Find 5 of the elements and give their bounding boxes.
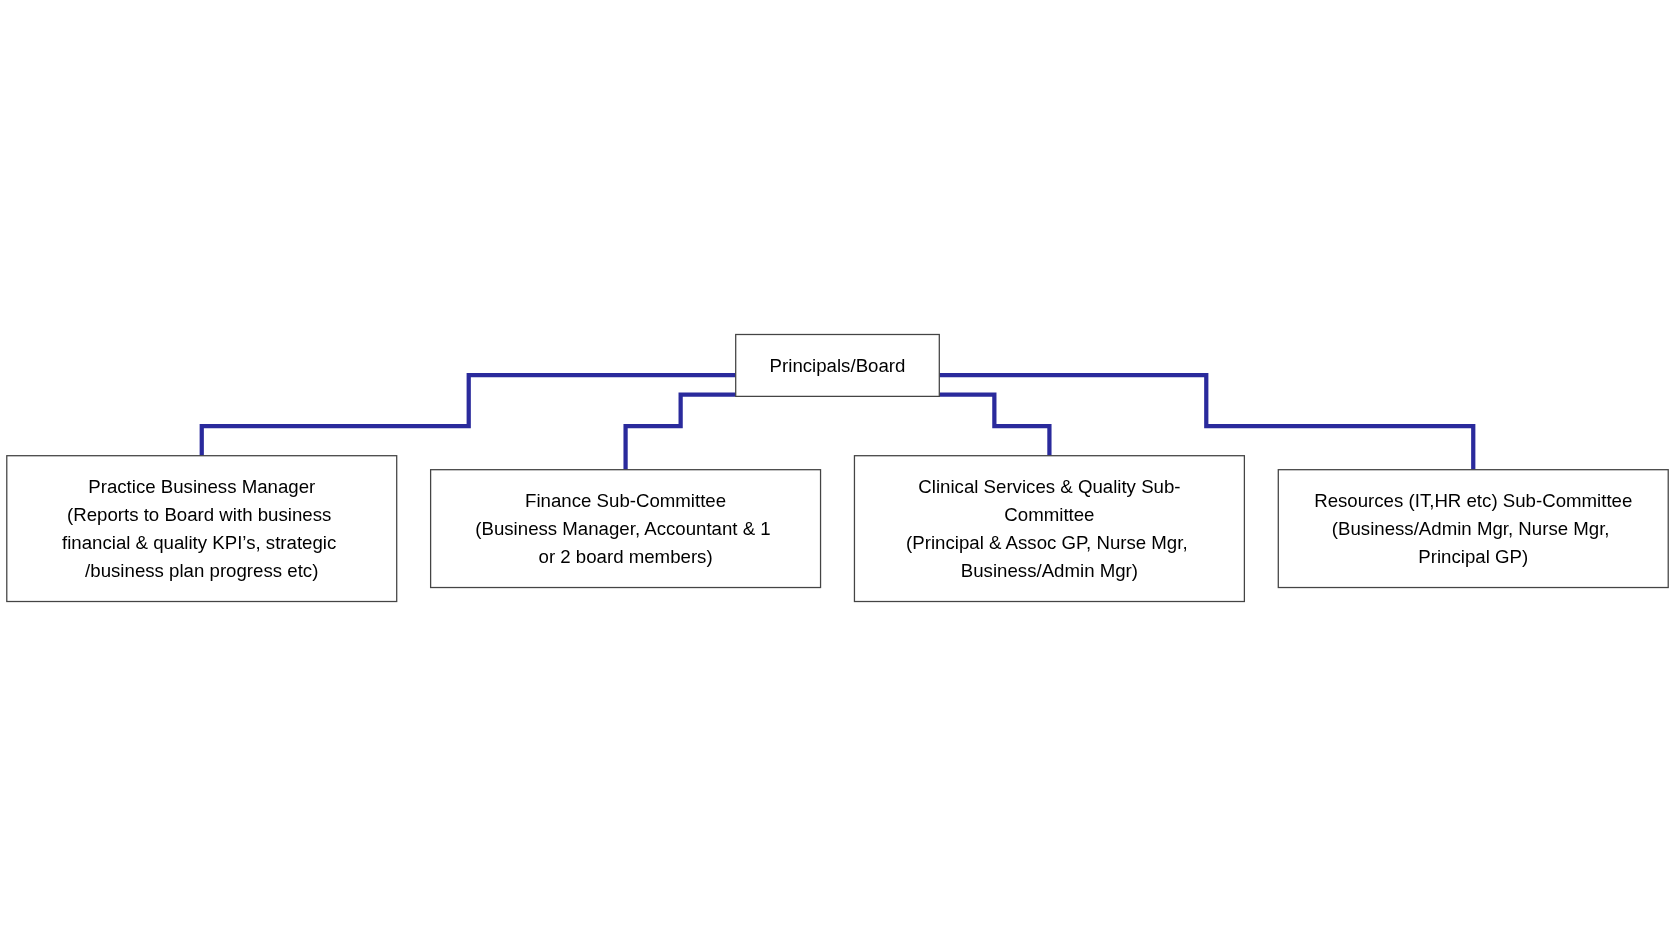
node-box: Principals/Board xyxy=(735,333,940,397)
node-box: Practice Business Manager (Reports to Board with business financial & quality KPI’s, strategic /business plan progress etc) xyxy=(6,455,398,603)
node-box: Finance Sub-Committee (Business Manager, Accountant & 1 or 2 board members) xyxy=(430,469,822,589)
node-box: Clinical Services & Quality Sub-Committee (Principal & Assoc GP, Nurse Mgr, Business/Admin Mgr) xyxy=(853,455,1245,603)
node-box: Resources (IT,HR etc) Sub-Committee (Business/Admin Mgr, Nurse Mgr, Principal GP) xyxy=(1277,469,1669,589)
